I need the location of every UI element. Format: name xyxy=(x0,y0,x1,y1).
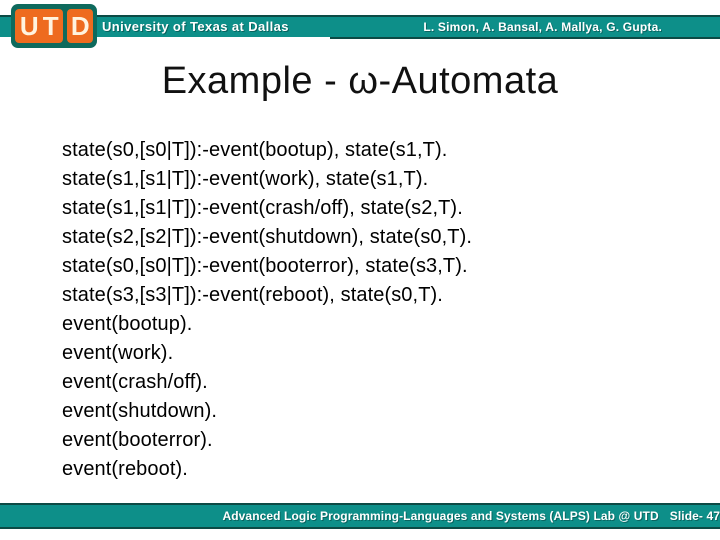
code-line: event(reboot). xyxy=(62,458,188,480)
code-line: event(work). xyxy=(62,342,174,364)
footer-lab-label: Advanced Logic Programming-Languages and… xyxy=(222,509,659,523)
logo-box-ut: U T xyxy=(15,9,64,43)
code-line: event(shutdown). xyxy=(62,400,218,422)
code-line: state(s1,[s1|T]):-event(work), state(s1,… xyxy=(62,168,429,190)
footer-bar: Advanced Logic Programming-Languages and… xyxy=(0,503,720,529)
code-line: state(s2,[s2|T]):-event(shutdown), state… xyxy=(62,226,473,248)
slide-body: state(s0,[s0|T]):-event(bootup), state(s… xyxy=(62,136,682,484)
university-name-label: University of Texas at Dallas xyxy=(102,19,289,34)
code-line: event(bootup). xyxy=(62,313,193,335)
logo-letter-t: T xyxy=(42,11,59,41)
utd-logo: U T D xyxy=(11,4,97,48)
code-line: event(crash/off). xyxy=(62,371,208,393)
header-bar: University of Texas at Dallas L. Simon, … xyxy=(0,15,720,39)
authors-label: L. Simon, A. Bansal, A. Mallya, G. Gupta… xyxy=(423,20,662,34)
code-line: state(s0,[s0|T]):-event(booterror), stat… xyxy=(62,255,468,277)
code-line: state(s1,[s1|T]):-event(crash/off), stat… xyxy=(62,197,463,219)
slide-title: Example - ω-Automata xyxy=(161,60,559,102)
logo-box-d: D xyxy=(67,9,93,43)
code-line: state(s3,[s3|T]):-event(reboot), state(s… xyxy=(62,284,443,306)
footer-slide-number: Slide- 47 xyxy=(669,509,720,523)
code-line: event(booterror). xyxy=(62,429,213,451)
logo-letter-u: U xyxy=(19,11,39,41)
logo-letter-d: D xyxy=(70,11,90,41)
authors-banner: L. Simon, A. Bansal, A. Mallya, G. Gupta… xyxy=(330,15,720,39)
code-line: state(s0,[s0|T]):-event(bootup), state(s… xyxy=(62,139,448,161)
